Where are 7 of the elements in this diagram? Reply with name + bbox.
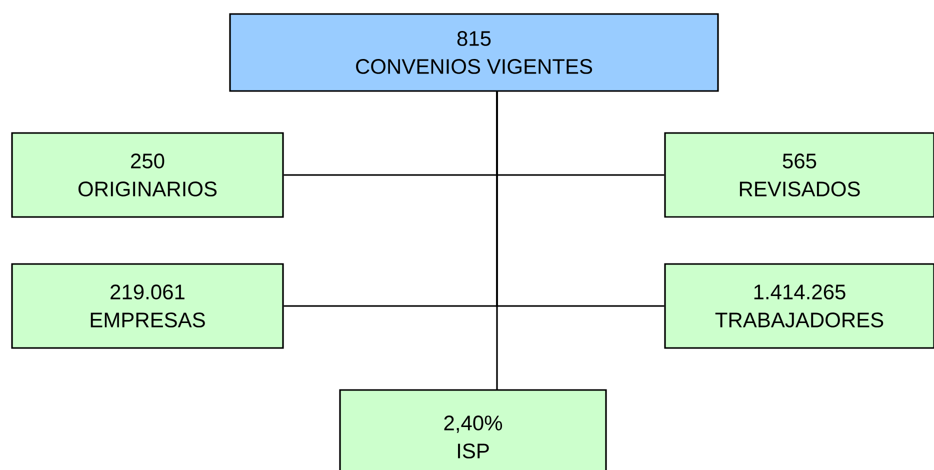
value-box: 565 REVISADOS — [664, 132, 934, 218]
value-box: 219.061 EMPRESAS — [11, 263, 284, 349]
value-box: 250 ORIGINARIOS — [11, 132, 284, 218]
value-box: 1.414.265 TRABAJADORES — [664, 263, 934, 349]
connector-line — [496, 91, 498, 390]
value-box: 2,40% ISP — [339, 389, 607, 470]
header-box: 815 CONVENIOS VIGENTES — [229, 13, 719, 92]
